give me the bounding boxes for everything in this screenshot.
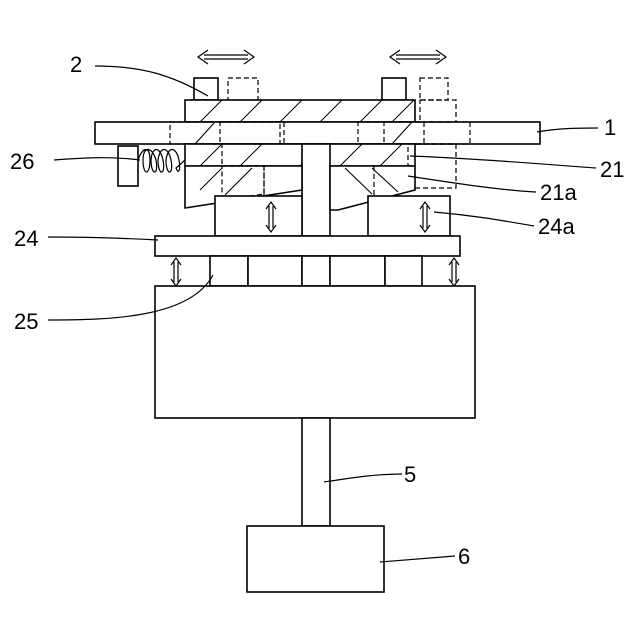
label-6: 6 bbox=[458, 544, 470, 569]
post-left bbox=[215, 196, 302, 236]
lower-hatched-block bbox=[185, 144, 415, 166]
claw-right bbox=[382, 78, 406, 100]
horizontal-arrow-left bbox=[198, 50, 254, 64]
label-24: 24 bbox=[14, 226, 38, 251]
leader-24 bbox=[48, 237, 158, 240]
label-5: 5 bbox=[404, 462, 416, 487]
motor-box bbox=[247, 526, 384, 592]
lift-plate bbox=[155, 236, 460, 256]
label-25: 25 bbox=[14, 309, 38, 334]
leader-6 bbox=[380, 556, 455, 562]
vertical-arrow-lower-right bbox=[449, 258, 459, 286]
upper-block-alt-position bbox=[420, 100, 456, 122]
horizontal-arrow-right bbox=[390, 50, 446, 64]
vertical-arrow-lower-left bbox=[171, 258, 181, 286]
leader-5 bbox=[324, 474, 402, 482]
post-right bbox=[368, 196, 450, 236]
claw-left bbox=[194, 78, 218, 100]
label-21a: 21a bbox=[540, 180, 577, 205]
spring bbox=[138, 150, 185, 173]
rod-5 bbox=[385, 256, 422, 286]
label-2: 2 bbox=[70, 52, 82, 77]
base-plate bbox=[95, 122, 540, 144]
upper-hatched-block bbox=[185, 100, 415, 122]
drive-shaft bbox=[302, 418, 330, 526]
main-body bbox=[155, 286, 475, 418]
label-21: 21 bbox=[600, 157, 624, 182]
claw-left-alt-position bbox=[228, 78, 258, 100]
leader-1 bbox=[537, 128, 598, 132]
rod-2 bbox=[248, 256, 302, 286]
rod-3 bbox=[302, 256, 330, 286]
claw-right-alt-position bbox=[420, 78, 448, 100]
central-shaft bbox=[302, 144, 330, 236]
label-1: 1 bbox=[604, 115, 616, 140]
leader-21 bbox=[410, 156, 596, 168]
spring-anchor bbox=[118, 146, 138, 186]
leader-2 bbox=[95, 66, 208, 96]
rod-4 bbox=[330, 256, 385, 286]
label-26: 26 bbox=[10, 149, 34, 174]
leader-21a bbox=[408, 176, 536, 192]
rod-1 bbox=[210, 256, 248, 286]
label-24a: 24a bbox=[538, 214, 575, 239]
